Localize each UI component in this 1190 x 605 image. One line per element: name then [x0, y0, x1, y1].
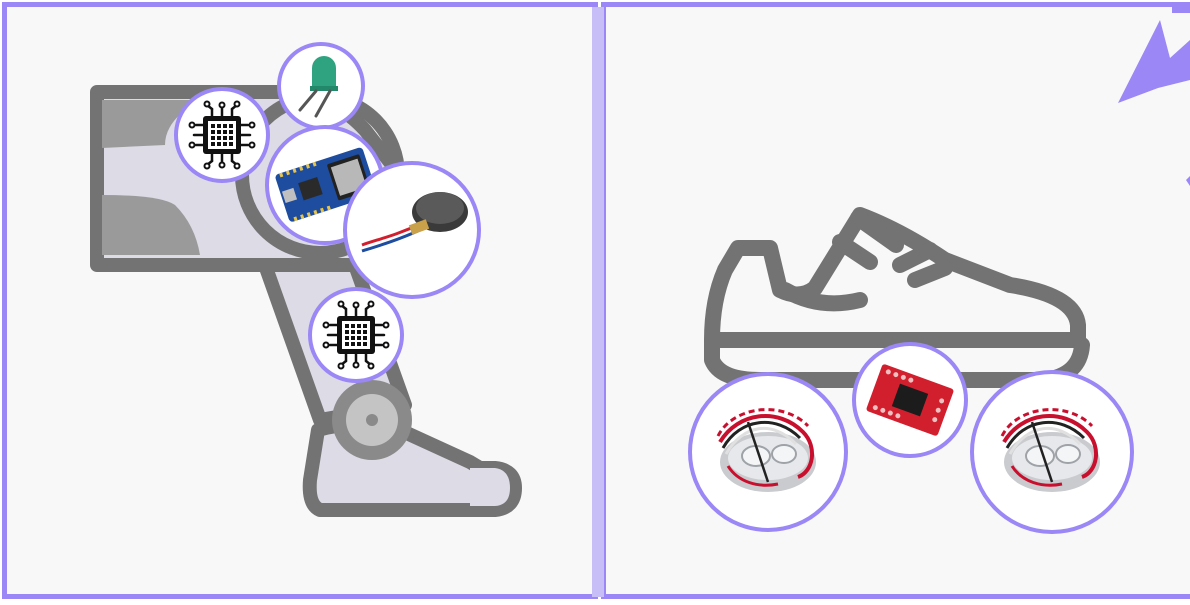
vibration-motor-bubble: [345, 163, 479, 297]
chip-bubble-1: [176, 89, 268, 181]
load-cell-bubble-left: [690, 374, 846, 530]
load-cell-bubble-right: [972, 372, 1132, 532]
hx711-amplifier-bubble: [854, 344, 966, 456]
arrow-icon: [1118, 10, 1190, 186]
led-bubble: [279, 44, 363, 128]
chip-bubble-2: [310, 289, 402, 381]
